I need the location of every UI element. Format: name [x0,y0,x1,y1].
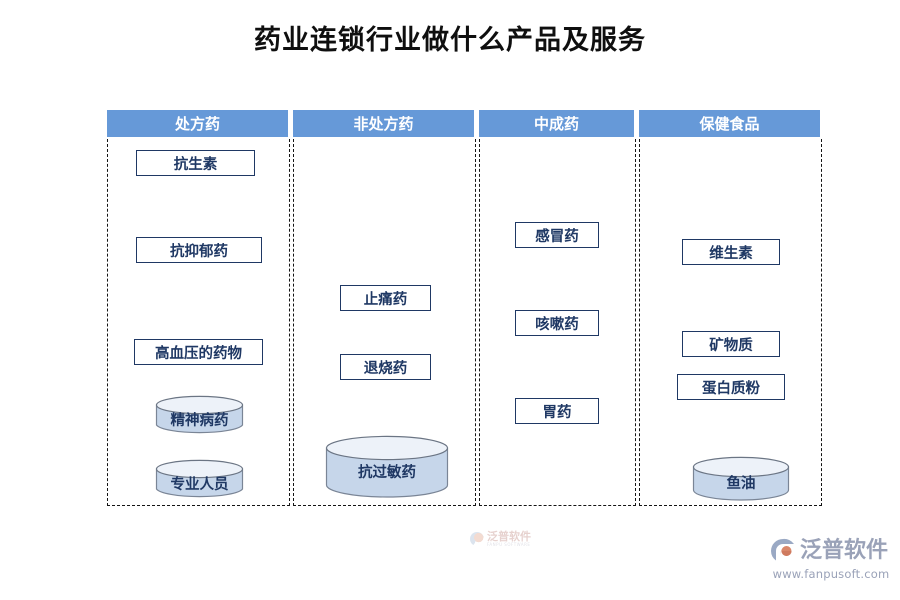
node-protein-powder[interactable]: 蛋白质粉 [677,374,785,400]
brand-name: 泛普软件 [800,538,889,563]
swimlane-header-tcm: 中成药 [479,110,634,137]
swimlane-diagram: 处方药 非处方药 中成药 保健食品 抗生素 抗抑郁药 高血压的药物 精神病药 [107,110,822,547]
node-mineral[interactable]: 矿物质 [682,331,780,357]
cylinder-shape-icon [325,435,449,498]
fanpu-logo-mark-icon [470,532,484,546]
node-antiallergic-drug[interactable]: 抗过敏药 [325,435,449,501]
node-label: 鱼油 [726,476,756,492]
inner-watermark-sub: FANPU SOFTWARE [487,542,531,547]
swimlane-header-prescription: 处方药 [107,110,288,137]
node-label: 抗过敏药 [358,465,416,481]
node-painkiller[interactable]: 止痛药 [340,285,431,311]
node-fish-oil[interactable]: 鱼油 [692,456,790,502]
swimlane-header-otc: 非处方药 [293,110,474,137]
node-antibiotics[interactable]: 抗生素 [136,150,255,176]
swimlane-header-health-food: 保健食品 [639,110,820,137]
cylinder-shape-icon [155,459,244,498]
swimlane-lane-otc: 止痛药 退烧药 抗过敏药 [293,139,476,506]
swimlane-lane-health-food: 维生素 矿物质 蛋白质粉 鱼油 [639,139,822,506]
node-stomach-medicine[interactable]: 胃药 [515,398,599,424]
cylinder-shape-icon [155,395,244,434]
node-hypertension-drug[interactable]: 高血压的药物 [134,339,263,365]
node-label: 专业人员 [170,477,229,493]
inner-watermark: 泛普软件 FANPU SOFTWARE [470,528,562,550]
cylinder-shape-icon [692,456,790,501]
page-title: 药业连锁行业做什么产品及服务 [254,25,646,56]
brand-logo: 泛普软件 www.fanpusoft.com [770,536,892,582]
node-psychiatric-drug[interactable]: 精神病药 [155,395,244,435]
node-vitamin[interactable]: 维生素 [682,239,780,265]
fanpu-logo-mark-icon [770,538,796,564]
brand-logo-row: 泛普软件 [770,536,892,566]
node-cough-medicine[interactable]: 咳嗽药 [515,310,599,336]
node-antidepressant[interactable]: 抗抑郁药 [136,237,262,263]
brand-url: www.fanpusoft.com [772,567,890,581]
swimlane-lane-tcm: 感冒药 咳嗽药 胃药 [479,139,636,506]
node-label: 精神病药 [170,413,229,429]
node-professional-staff[interactable]: 专业人员 [155,459,244,499]
swimlane-lane-prescription: 抗生素 抗抑郁药 高血压的药物 精神病药 专业人员 [107,139,290,506]
node-cold-medicine[interactable]: 感冒药 [515,222,599,248]
node-antipyretic[interactable]: 退烧药 [340,354,431,380]
inner-watermark-brand: 泛普软件 [487,530,531,543]
swimlane-header-row: 处方药 非处方药 中成药 保健食品 [107,110,820,137]
